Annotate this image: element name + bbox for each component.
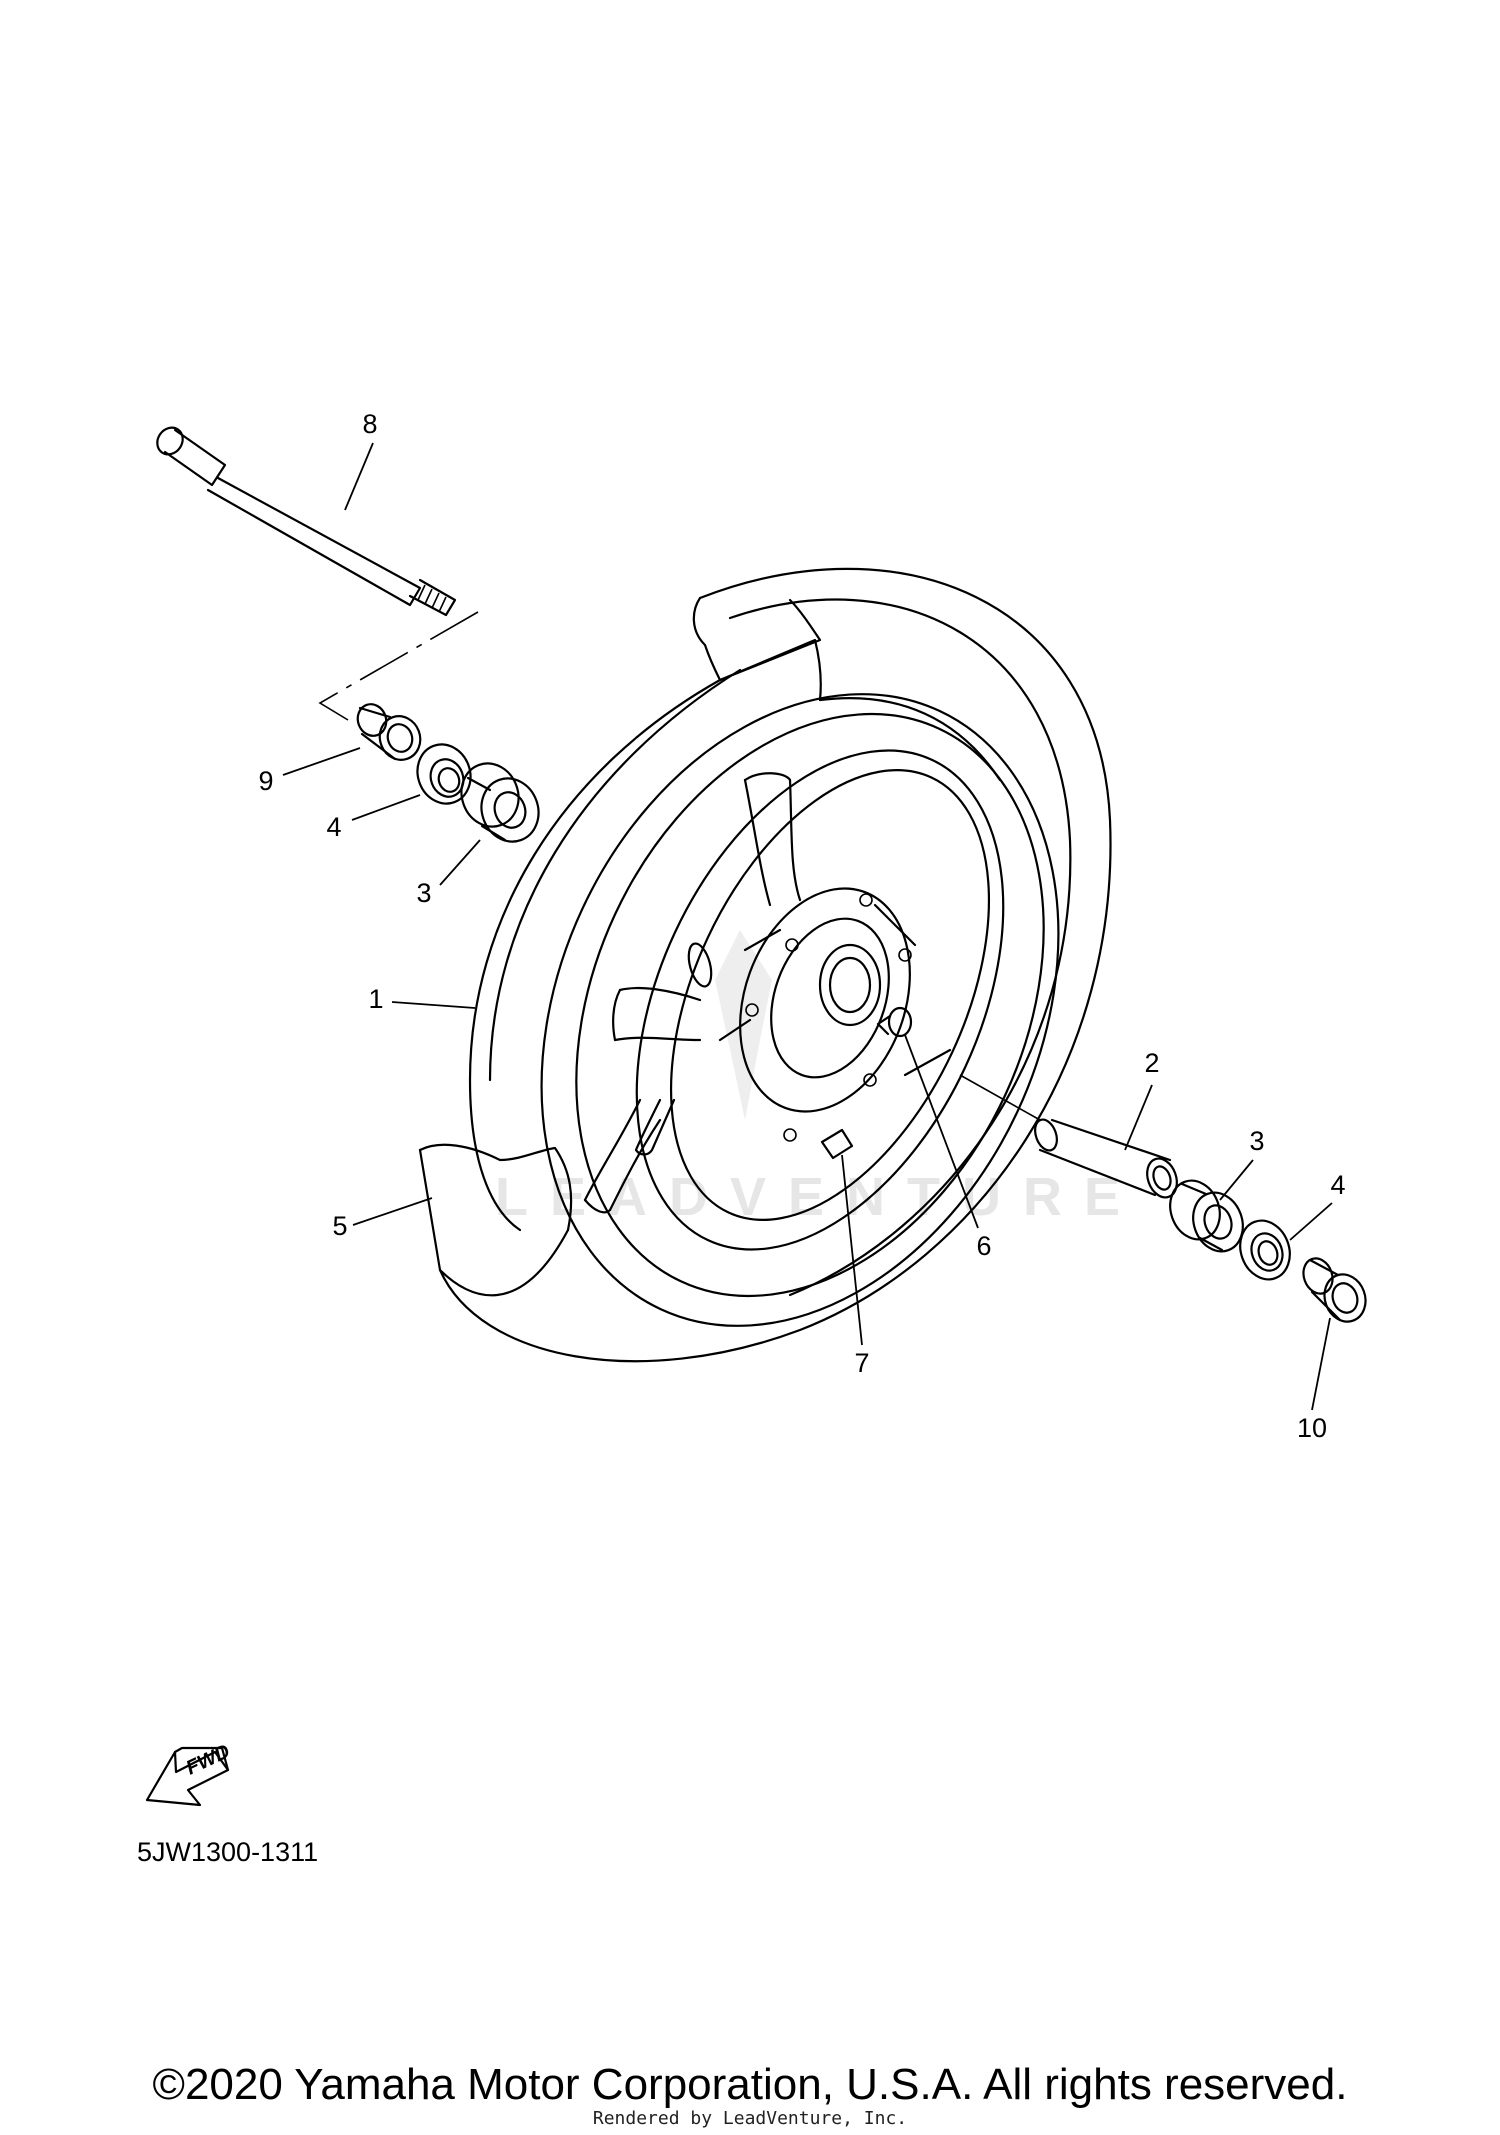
callout-8: 8 [362, 409, 377, 439]
left-bearing-part-3 [460, 762, 540, 843]
right-collar-part-10 [1302, 1257, 1367, 1323]
right-bearing-part-3 [1169, 1179, 1244, 1253]
axle-part-8 [156, 426, 479, 721]
fwd-arrow-icon: FWD [145, 1740, 234, 1807]
spacer-part-2 [959, 1074, 1178, 1199]
leadventure-watermark: LEADVENTURE [495, 930, 1120, 1227]
rendered-by-notice: Rendered by LeadVenture, Inc. [592, 2108, 908, 2129]
callout-4-left: 4 [326, 812, 341, 842]
callout-10: 10 [1297, 1413, 1327, 1443]
callout-2: 2 [1144, 1048, 1159, 1078]
callout-5: 5 [332, 1211, 347, 1241]
callout-9: 9 [258, 766, 273, 796]
fwd-label: FWD [183, 1740, 234, 1779]
left-oil-seal-part-4 [416, 743, 472, 805]
callout-3-left: 3 [416, 878, 431, 908]
left-collar-part-9 [356, 703, 422, 761]
callout-3-right: 3 [1249, 1126, 1264, 1156]
right-oil-seal-part-4 [1239, 1219, 1291, 1281]
diagram-code: 5JW1300-1311 [137, 1837, 319, 1867]
copyright-notice: ©2020 Yamaha Motor Corporation, U.S.A. A… [152, 2060, 1348, 2109]
callout-7: 7 [854, 1348, 869, 1378]
callouts: 8 9 4 3 1 2 3 4 5 6 7 10 [258, 409, 1345, 1443]
callout-4-right: 4 [1330, 1170, 1345, 1200]
leader-lines [282, 442, 1333, 1411]
callout-6: 6 [976, 1231, 991, 1261]
callout-1: 1 [368, 984, 383, 1014]
wheel-assembly [418, 567, 1112, 1363]
